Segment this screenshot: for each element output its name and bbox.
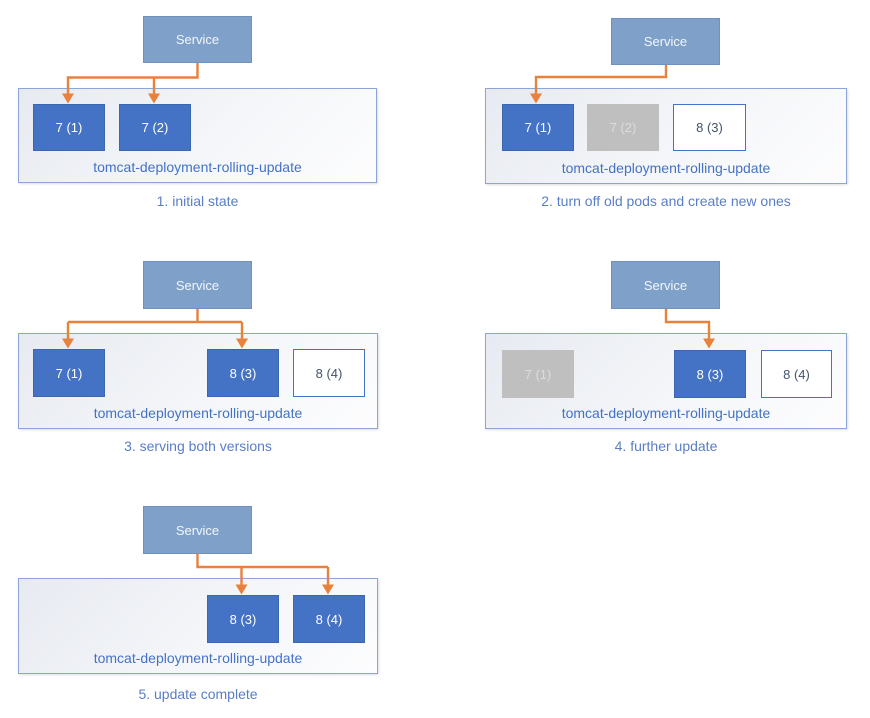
service-label: Service: [175, 277, 220, 293]
pod-label: 8 (4): [783, 366, 810, 382]
pod-label: 8 (4): [315, 611, 343, 627]
stage-5-traffic-arrow: [196, 554, 334, 595]
pod-label: 8 (3): [229, 611, 257, 627]
deployment-box: 7 (1) 8 (3) 8 (4) tomcat-deployment-roll…: [485, 333, 847, 429]
deployment-label: tomcat-deployment-rolling-update: [93, 405, 303, 421]
pod-label: 7 (2): [609, 120, 637, 135]
pod-8-3: 8 (3): [207, 349, 279, 397]
pod-8-3: 8 (3): [207, 595, 279, 643]
service-box: Service: [143, 16, 252, 63]
pod-label: 7 (1): [55, 120, 83, 135]
deployment-label: tomcat-deployment-rolling-update: [561, 405, 771, 421]
pod-7-1: 7 (1): [33, 104, 105, 151]
pod-label: 7 (1): [524, 120, 552, 135]
pod-7-2: 7 (2): [119, 104, 191, 151]
service-box: Service: [611, 261, 720, 309]
deployment-box: 8 (3) 8 (4) tomcat-deployment-rolling-up…: [18, 578, 378, 674]
pod-label: 8 (3): [696, 366, 724, 382]
pod-7-2: 7 (2): [587, 104, 659, 151]
pod-8-4: 8 (4): [761, 350, 832, 398]
service-label: Service: [175, 32, 220, 47]
stage-caption: 3. serving both versions: [124, 438, 272, 454]
pod-7-1: 7 (1): [502, 104, 574, 151]
arrow-head: [703, 338, 715, 349]
arrow-head: [322, 584, 334, 595]
stage-2-traffic-arrow: [530, 65, 668, 104]
service-label: Service: [643, 277, 688, 293]
arrow-head: [62, 93, 74, 104]
stage-caption: 4. further update: [614, 438, 718, 454]
deployment-box: 7 (1) 7 (2) 8 (3) tomcat-deployment-roll…: [485, 88, 847, 184]
stage-caption: 2. turn off old pods and create new ones: [541, 193, 791, 209]
stage-4-traffic-arrow: [664, 309, 715, 349]
stage-caption: 5. update complete: [138, 686, 258, 702]
pod-8-3: 8 (3): [673, 104, 746, 151]
service-box: Service: [143, 506, 252, 554]
pod-label: 8 (3): [696, 120, 723, 135]
pod-label: 8 (4): [315, 365, 343, 381]
pod-8-4: 8 (4): [293, 595, 365, 643]
pod-label: 8 (3): [229, 365, 257, 381]
service-box: Service: [611, 18, 720, 65]
deployment-label: tomcat-deployment-rolling-update: [561, 160, 771, 176]
stage-3-traffic-arrow: [62, 309, 248, 349]
deployment-box: 7 (1) 7 (2) tomcat-deployment-rolling-up…: [18, 88, 377, 183]
arrow-line: [534, 65, 668, 94]
arrow-line: [664, 309, 711, 339]
pod-label: 7 (2): [141, 120, 169, 135]
pod-7-1: 7 (1): [33, 349, 105, 397]
stage-1-traffic-arrow: [62, 63, 199, 104]
service-label: Service: [643, 34, 688, 49]
arrow-line: [196, 554, 330, 585]
stage-caption: 1. initial state: [156, 193, 239, 209]
arrow-head: [530, 93, 542, 104]
arrow-head: [62, 338, 74, 349]
deployment-label: tomcat-deployment-rolling-update: [93, 159, 302, 175]
deployment-label: tomcat-deployment-rolling-update: [93, 650, 303, 666]
service-label: Service: [175, 522, 220, 538]
arrow-head: [236, 338, 248, 349]
arrow-head: [235, 584, 248, 595]
arrow-line: [66, 309, 244, 339]
deployment-box: 7 (1) 8 (3) 8 (4) tomcat-deployment-roll…: [18, 333, 378, 429]
arrow-head: [148, 93, 160, 104]
pod-7-1: 7 (1): [502, 350, 574, 398]
pod-8-3: 8 (3): [674, 350, 746, 398]
pod-8-4: 8 (4): [293, 349, 365, 397]
service-box: Service: [143, 261, 252, 309]
pod-label: 7 (1): [524, 366, 552, 382]
arrow-line: [66, 63, 199, 94]
pod-label: 7 (1): [55, 365, 83, 381]
